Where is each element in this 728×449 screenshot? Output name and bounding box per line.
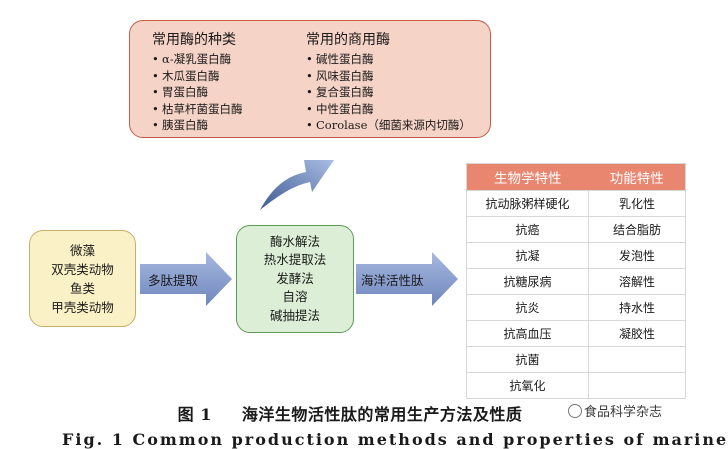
list-item: •胃蛋白酶	[152, 85, 208, 99]
functional-cell: 结合脂肪	[588, 216, 686, 243]
method-item: 碱抽提法	[269, 307, 320, 323]
table-row: 抗氧化	[466, 372, 686, 399]
properties-table: 生物学特性 功能特性 抗动脉粥样硬化乳化性 抗癌结合脂肪 抗凝发泡性 抗糖尿病溶…	[466, 163, 686, 399]
biological-cell: 抗炎	[466, 294, 589, 321]
enzyme-info-box: 常用酶的种类 •α-凝乳蛋白酶 •木瓜蛋白酶 •胃蛋白酶 •枯草杆菌蛋白酶 •胰…	[129, 20, 491, 138]
source-item: 甲壳类动物	[51, 299, 114, 315]
figure-caption: 图 1 海洋生物活性肽的常用生产方法及性质	[0, 401, 700, 425]
functional-cell: 发泡性	[588, 242, 686, 269]
functional-cell: 持水性	[588, 294, 686, 321]
wechat-icon	[568, 404, 582, 418]
watermark-text: 食品科学杂志	[584, 405, 663, 420]
list-item: •碱性蛋白酶	[306, 52, 374, 66]
biological-cell: 抗菌	[466, 346, 589, 373]
arrow-label-extraction: 多肽提取	[148, 273, 199, 288]
figure-title: 海洋生物活性肽的常用生产方法及性质	[241, 405, 523, 424]
production-methods-box: 酶水解法 热水提取法 发酵法 自溶 碱抽提法	[236, 225, 354, 333]
table-row: 抗菌	[466, 346, 686, 373]
figure-caption-english: Fig. 1 Common production methods and pro…	[62, 430, 728, 449]
header-functional: 功能特性	[588, 163, 686, 191]
table-row: 抗凝发泡性	[466, 242, 686, 269]
biological-cell: 抗高血压	[466, 320, 589, 347]
functional-cell: 凝胶性	[588, 320, 686, 347]
arrow-label-marine-peptides: 海洋活性肽	[361, 273, 424, 288]
list-item: •风味蛋白酶	[306, 68, 374, 83]
functional-cell	[588, 346, 686, 373]
right-arrow-icon	[356, 252, 458, 306]
list-item: •α-凝乳蛋白酶	[152, 52, 232, 66]
right-arrow-icon	[140, 252, 232, 306]
list-item: •复合蛋白酶	[306, 85, 374, 99]
list-item: •枯草杆菌蛋白酶	[152, 101, 243, 116]
source-item: 双壳类动物	[51, 261, 114, 277]
table-row: 抗动脉粥样硬化乳化性	[466, 190, 686, 217]
biological-cell: 抗凝	[466, 242, 589, 269]
commercial-enzymes-column: 常用的商用酶 •碱性蛋白酶 •风味蛋白酶 •复合蛋白酶 •中性蛋白酶 •Coro…	[306, 29, 471, 134]
biological-cell: 抗动脉粥样硬化	[466, 190, 589, 217]
watermark: 食品科学杂志	[568, 401, 662, 420]
biological-cell: 抗糖尿病	[466, 268, 589, 295]
functional-cell: 乳化性	[588, 190, 686, 217]
biological-cell: 抗氧化	[466, 372, 589, 399]
enzyme-types-title: 常用酶的种类	[152, 32, 236, 48]
source-item: 微藻	[69, 242, 95, 258]
curved-arrow-icon	[260, 160, 334, 210]
method-item: 发酵法	[276, 270, 314, 286]
figure-number: 图 1	[177, 405, 212, 424]
table-row: 抗癌结合脂肪	[466, 216, 686, 243]
table-header-row: 生物学特性 功能特性	[466, 163, 686, 191]
list-item: •中性蛋白酶	[306, 101, 374, 116]
enzyme-types-list: •α-凝乳蛋白酶 •木瓜蛋白酶 •胃蛋白酶 •枯草杆菌蛋白酶 •胰蛋白酶	[152, 51, 243, 134]
enzyme-types-column: 常用酶的种类 •α-凝乳蛋白酶 •木瓜蛋白酶 •胃蛋白酶 •枯草杆菌蛋白酶 •胰…	[152, 29, 243, 134]
method-item: 热水提取法	[263, 252, 327, 268]
method-item: 酶水解法	[269, 233, 320, 249]
functional-cell	[588, 372, 686, 399]
header-biological: 生物学特性	[466, 163, 589, 191]
commercial-enzymes-title: 常用的商用酶	[306, 32, 390, 48]
list-item: •木瓜蛋白酶	[152, 68, 220, 83]
list-item: •胰蛋白酶	[152, 118, 208, 132]
commercial-enzymes-list: •碱性蛋白酶 •风味蛋白酶 •复合蛋白酶 •中性蛋白酶 •Corolase（细菌…	[306, 51, 471, 134]
functional-cell: 溶解性	[588, 268, 686, 295]
biological-cell: 抗癌	[466, 216, 589, 243]
list-item: •Corolase（细菌来源内切酶）	[306, 118, 471, 132]
marine-sources-box: 微藻 双壳类动物 鱼类 甲壳类动物	[29, 230, 136, 327]
method-item: 自溶	[282, 289, 308, 305]
table-row: 抗炎持水性	[466, 294, 686, 321]
table-row: 抗高血压凝胶性	[466, 320, 686, 347]
table-row: 抗糖尿病溶解性	[466, 268, 686, 295]
source-item: 鱼类	[69, 280, 95, 296]
